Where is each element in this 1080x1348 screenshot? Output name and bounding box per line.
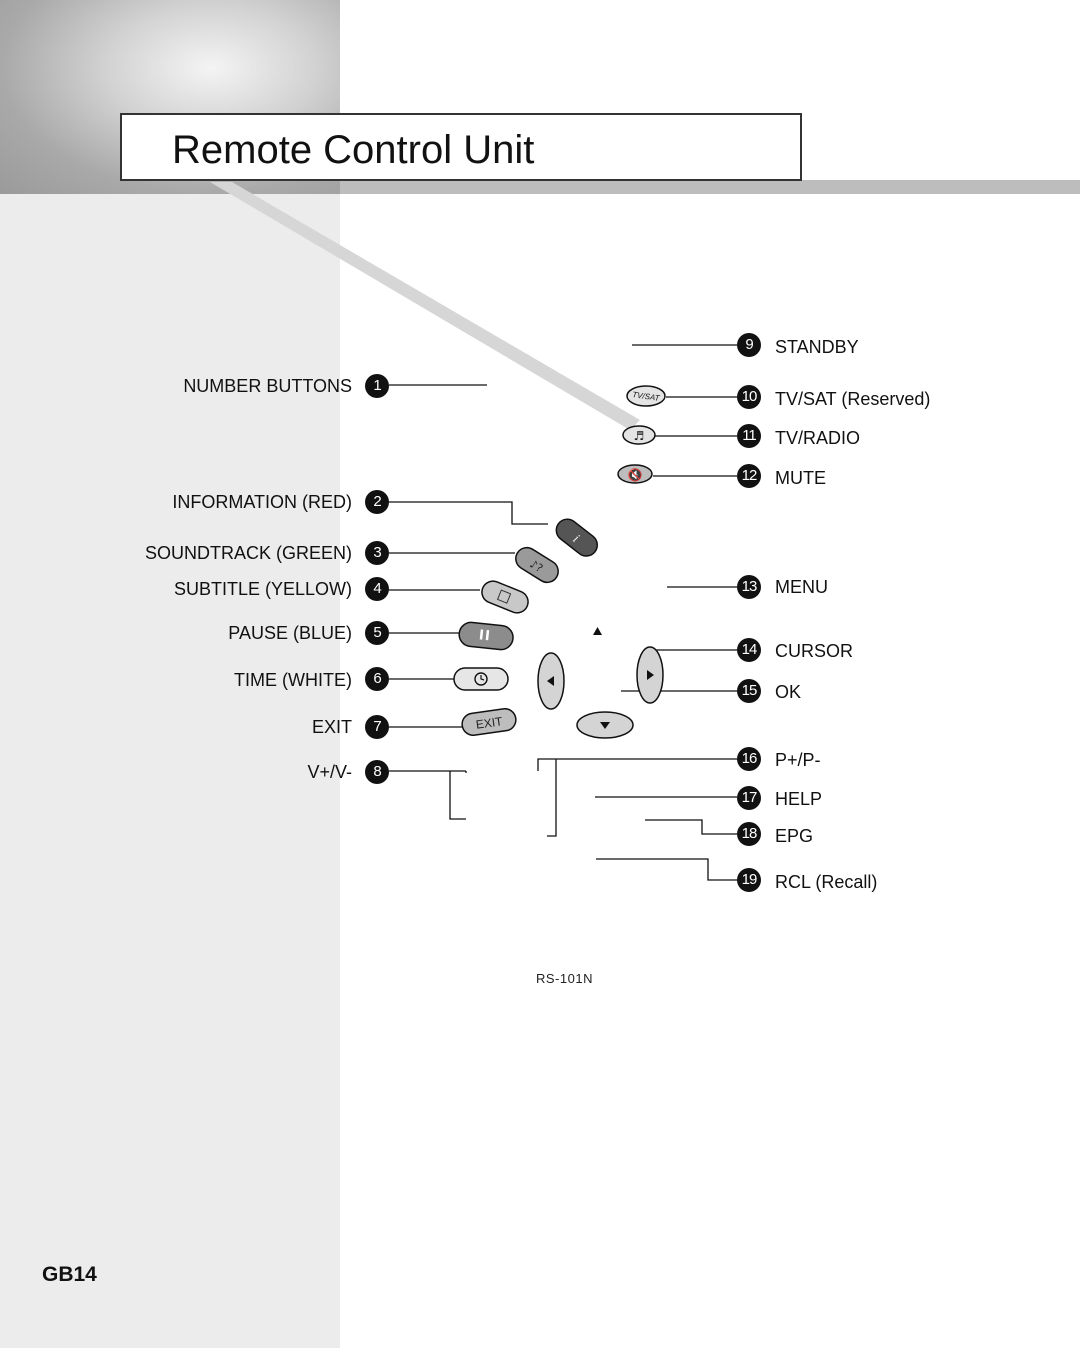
- arrow-right-icon: [647, 670, 654, 680]
- callout-badge-6: 6: [365, 667, 389, 691]
- cursor-left-button: [537, 652, 565, 710]
- cursor-up-indicator: [593, 627, 602, 635]
- music-note-icon: ♬: [634, 429, 645, 443]
- callout-badge-19: 19: [737, 868, 761, 892]
- pause-button: [458, 621, 514, 651]
- callout-badge-17: 17: [737, 786, 761, 810]
- callout-label-12: MUTE: [775, 468, 826, 488]
- callout-label-13: MENU: [775, 577, 828, 597]
- bracket-volume: [449, 771, 466, 820]
- subtitle-button: [481, 580, 529, 614]
- arrow-left-icon: [547, 676, 554, 686]
- header-stripe: [340, 180, 1080, 194]
- page-number: GB14: [42, 1263, 97, 1286]
- page-title: Remote Control Unit: [172, 128, 535, 172]
- exit-button: EXIT: [461, 708, 517, 736]
- exit-button-text: EXIT: [475, 714, 504, 732]
- callout-label-8: V+/V-: [307, 762, 352, 782]
- soundtrack-icon: ♪?: [527, 557, 545, 575]
- callout-badge-1: 1: [365, 374, 389, 398]
- callout-label-9: STANDBY: [775, 337, 859, 357]
- time-button: [453, 667, 509, 691]
- leader-line-19: [596, 858, 737, 881]
- tvsat-button-text: TV/SAT: [632, 390, 661, 403]
- leader-line-18: [645, 819, 737, 835]
- remote-body-edge: [210, 182, 640, 430]
- soundtrack-button: ♪?: [515, 546, 559, 584]
- subtitle-icon: [496, 589, 512, 604]
- callout-badge-10: 10: [737, 385, 761, 409]
- arrow-down-icon: [600, 722, 610, 729]
- callout-label-2: INFORMATION (RED): [172, 492, 352, 512]
- leader-line-16: [537, 758, 737, 771]
- callout-label-1: NUMBER BUTTONS: [183, 376, 352, 396]
- callout-badge-11: 11: [737, 424, 761, 448]
- callout-badge-5: 5: [365, 621, 389, 645]
- callout-badge-8: 8: [365, 760, 389, 784]
- title-box: Remote Control Unit: [120, 113, 802, 181]
- callout-label-7: EXIT: [311, 717, 352, 737]
- callout-badge-2: 2: [365, 490, 389, 514]
- callout-badge-12: 12: [737, 464, 761, 488]
- callout-label-10: TV/SAT (Reserved): [775, 389, 931, 409]
- bracket-program: [547, 759, 557, 837]
- cursor-right-button: [636, 646, 664, 704]
- clock-icon: [474, 672, 488, 686]
- callout-badge-14: 14: [737, 638, 761, 662]
- callout-label-14: CURSOR: [775, 641, 854, 661]
- callout-label-19: RCL (Recall): [775, 872, 878, 892]
- callout-badge-9: 9: [737, 333, 761, 357]
- callout-label-16: P+/P-: [775, 750, 821, 770]
- callout-label-15: OK: [775, 682, 802, 702]
- callout-label-4: SUBTITLE (YELLOW): [173, 579, 352, 599]
- model-number: RS-101N: [536, 971, 593, 986]
- pause-icon: [479, 629, 490, 641]
- leader-lines: [389, 344, 737, 881]
- remote-buttons: TV/SAT ♬ 🔇 i ♪?: [453, 385, 666, 739]
- info-button: i: [555, 518, 598, 557]
- callout-badge-4: 4: [365, 577, 389, 601]
- callout-badge-13: 13: [737, 575, 761, 599]
- mute-icon: 🔇: [628, 468, 643, 482]
- cursor-down-button: [576, 711, 634, 739]
- callout-badge-15: 15: [737, 679, 761, 703]
- callout-badge-18: 18: [737, 822, 761, 846]
- callout-label-17: HELP: [775, 789, 823, 809]
- callout-label-3: SOUNDTRACK (GREEN): [144, 543, 352, 563]
- callout-badge-16: 16: [737, 747, 761, 771]
- leader-line-2: [389, 501, 548, 525]
- callout-label-18: EPG: [775, 826, 814, 846]
- tvsat-button: TV/SAT: [626, 385, 666, 407]
- callout-badge-3: 3: [365, 541, 389, 565]
- callout-label-5: PAUSE (BLUE): [228, 623, 352, 643]
- callout-label-11: TV/RADIO: [775, 428, 861, 448]
- callout-badge-7: 7: [365, 715, 389, 739]
- tvradio-button: ♬: [622, 425, 656, 445]
- callout-label-6: TIME (WHITE): [234, 670, 352, 690]
- arrow-up-icon: [593, 627, 602, 635]
- mute-button: 🔇: [617, 464, 653, 484]
